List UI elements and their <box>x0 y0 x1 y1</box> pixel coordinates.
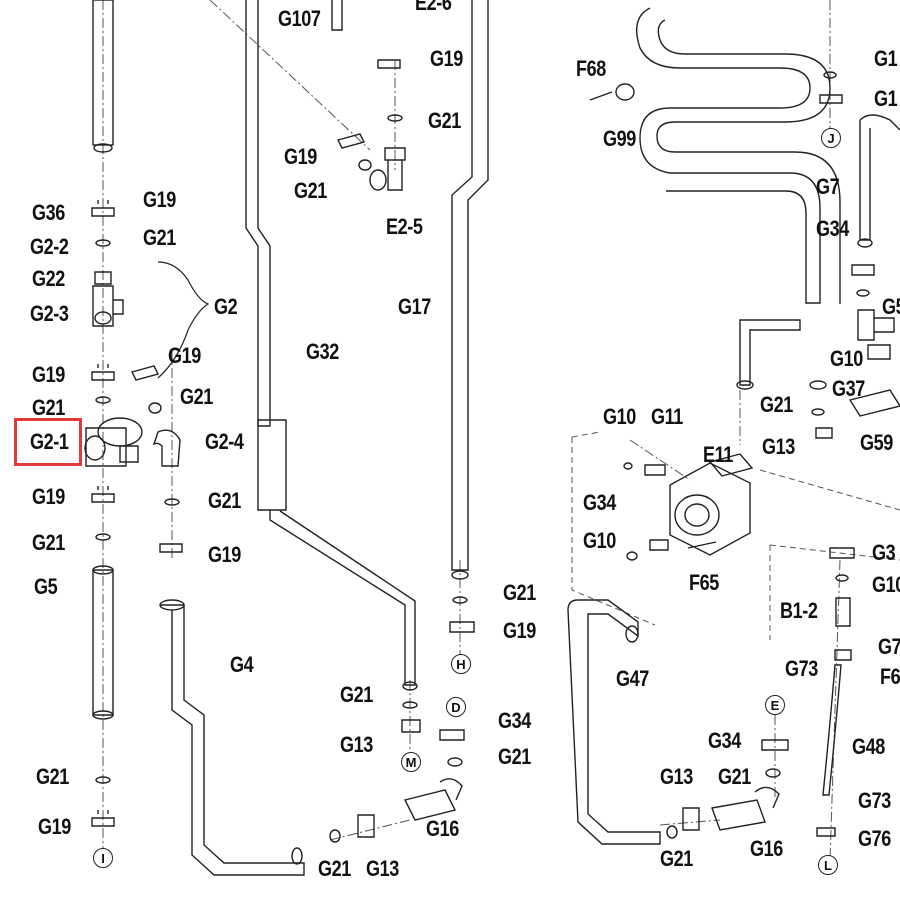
label-g16: G16 <box>750 836 783 861</box>
label-g1: G1 <box>874 46 898 71</box>
label-g21: G21 <box>32 395 65 420</box>
marker-l: L <box>818 855 838 875</box>
label-g73: G73 <box>858 788 891 813</box>
label-g17: G17 <box>398 294 431 319</box>
label-f68: F68 <box>576 56 606 81</box>
label-g21: G21 <box>294 178 327 203</box>
label-g19: G19 <box>32 484 65 509</box>
label-g13: G13 <box>762 434 795 459</box>
label-g21: G21 <box>32 530 65 555</box>
label-g10: G10 <box>872 572 900 597</box>
label-g73: G73 <box>785 656 818 681</box>
label-g19: G19 <box>38 814 71 839</box>
label-g19: G19 <box>32 362 65 387</box>
label-g36: G36 <box>32 200 65 225</box>
label-g2: G2 <box>214 294 238 319</box>
label-e2-5: E2-5 <box>386 214 423 239</box>
label-g2-2: G2-2 <box>30 234 69 259</box>
label-g99: G99 <box>603 126 636 151</box>
label-e11: E11 <box>703 442 733 467</box>
label-g19: G19 <box>168 343 201 368</box>
label-g21: G21 <box>36 764 69 789</box>
marker-m: M <box>401 752 421 772</box>
label-g21: G21 <box>208 488 241 513</box>
label-g19: G19 <box>503 618 536 643</box>
label-g21: G21 <box>498 744 531 769</box>
highlight-box <box>14 418 82 466</box>
label-g19: G19 <box>208 542 241 567</box>
label-g10: G10 <box>603 404 636 429</box>
label-g34: G34 <box>498 708 531 733</box>
label-g34: G34 <box>816 216 849 241</box>
marker-j: J <box>821 128 841 148</box>
label-g13: G13 <box>660 764 693 789</box>
label-g21: G21 <box>143 225 176 250</box>
label-g19: G19 <box>143 187 176 212</box>
label-g19: G19 <box>430 46 463 71</box>
label-g21: G21 <box>428 108 461 133</box>
label-g13: G13 <box>340 732 373 757</box>
label-g59: G59 <box>860 430 893 455</box>
label-g32: G32 <box>306 339 339 364</box>
marker-e: E <box>765 695 785 715</box>
label-g10: G10 <box>583 528 616 553</box>
label-g4: G4 <box>230 652 254 677</box>
marker-i: I <box>93 848 113 868</box>
label-g13: G13 <box>366 856 399 881</box>
label-g34: G34 <box>708 728 741 753</box>
label-g3: G3 <box>872 540 896 565</box>
label-g5: G5 <box>882 294 900 319</box>
label-g2-1: G2-1 <box>30 429 69 454</box>
label-g2-4: G2-4 <box>205 429 244 454</box>
label-g21: G21 <box>180 384 213 409</box>
label-g7: G7 <box>878 634 900 659</box>
label-f65: F65 <box>689 570 719 595</box>
label-g10: G10 <box>830 346 863 371</box>
label-g21: G21 <box>318 856 351 881</box>
marker-d: D <box>446 697 466 717</box>
label-e2-6: E2-6 <box>415 0 452 15</box>
label-g5: G5 <box>34 574 58 599</box>
marker-h: H <box>451 654 471 674</box>
label-g107: G107 <box>278 6 321 31</box>
label-g2-3: G2-3 <box>30 301 69 326</box>
label-g76: G76 <box>858 826 891 851</box>
label-g19: G19 <box>284 144 317 169</box>
label-f6: F6 <box>880 664 900 689</box>
label-g16: G16 <box>426 816 459 841</box>
label-g21: G21 <box>660 846 693 871</box>
label-g47: G47 <box>616 666 649 691</box>
label-g11: G11 <box>651 404 683 429</box>
label-g21: G21 <box>503 580 536 605</box>
label-g21: G21 <box>760 392 793 417</box>
label-b1-2: B1-2 <box>780 598 818 623</box>
label-g21: G21 <box>340 682 373 707</box>
label-g22: G22 <box>32 266 65 291</box>
label-g48: G48 <box>852 734 885 759</box>
label-g7: G7 <box>816 174 840 199</box>
label-g21: G21 <box>718 764 751 789</box>
label-g1: G1 <box>874 86 898 111</box>
label-g34: G34 <box>583 490 616 515</box>
label-g37: G37 <box>832 376 865 401</box>
